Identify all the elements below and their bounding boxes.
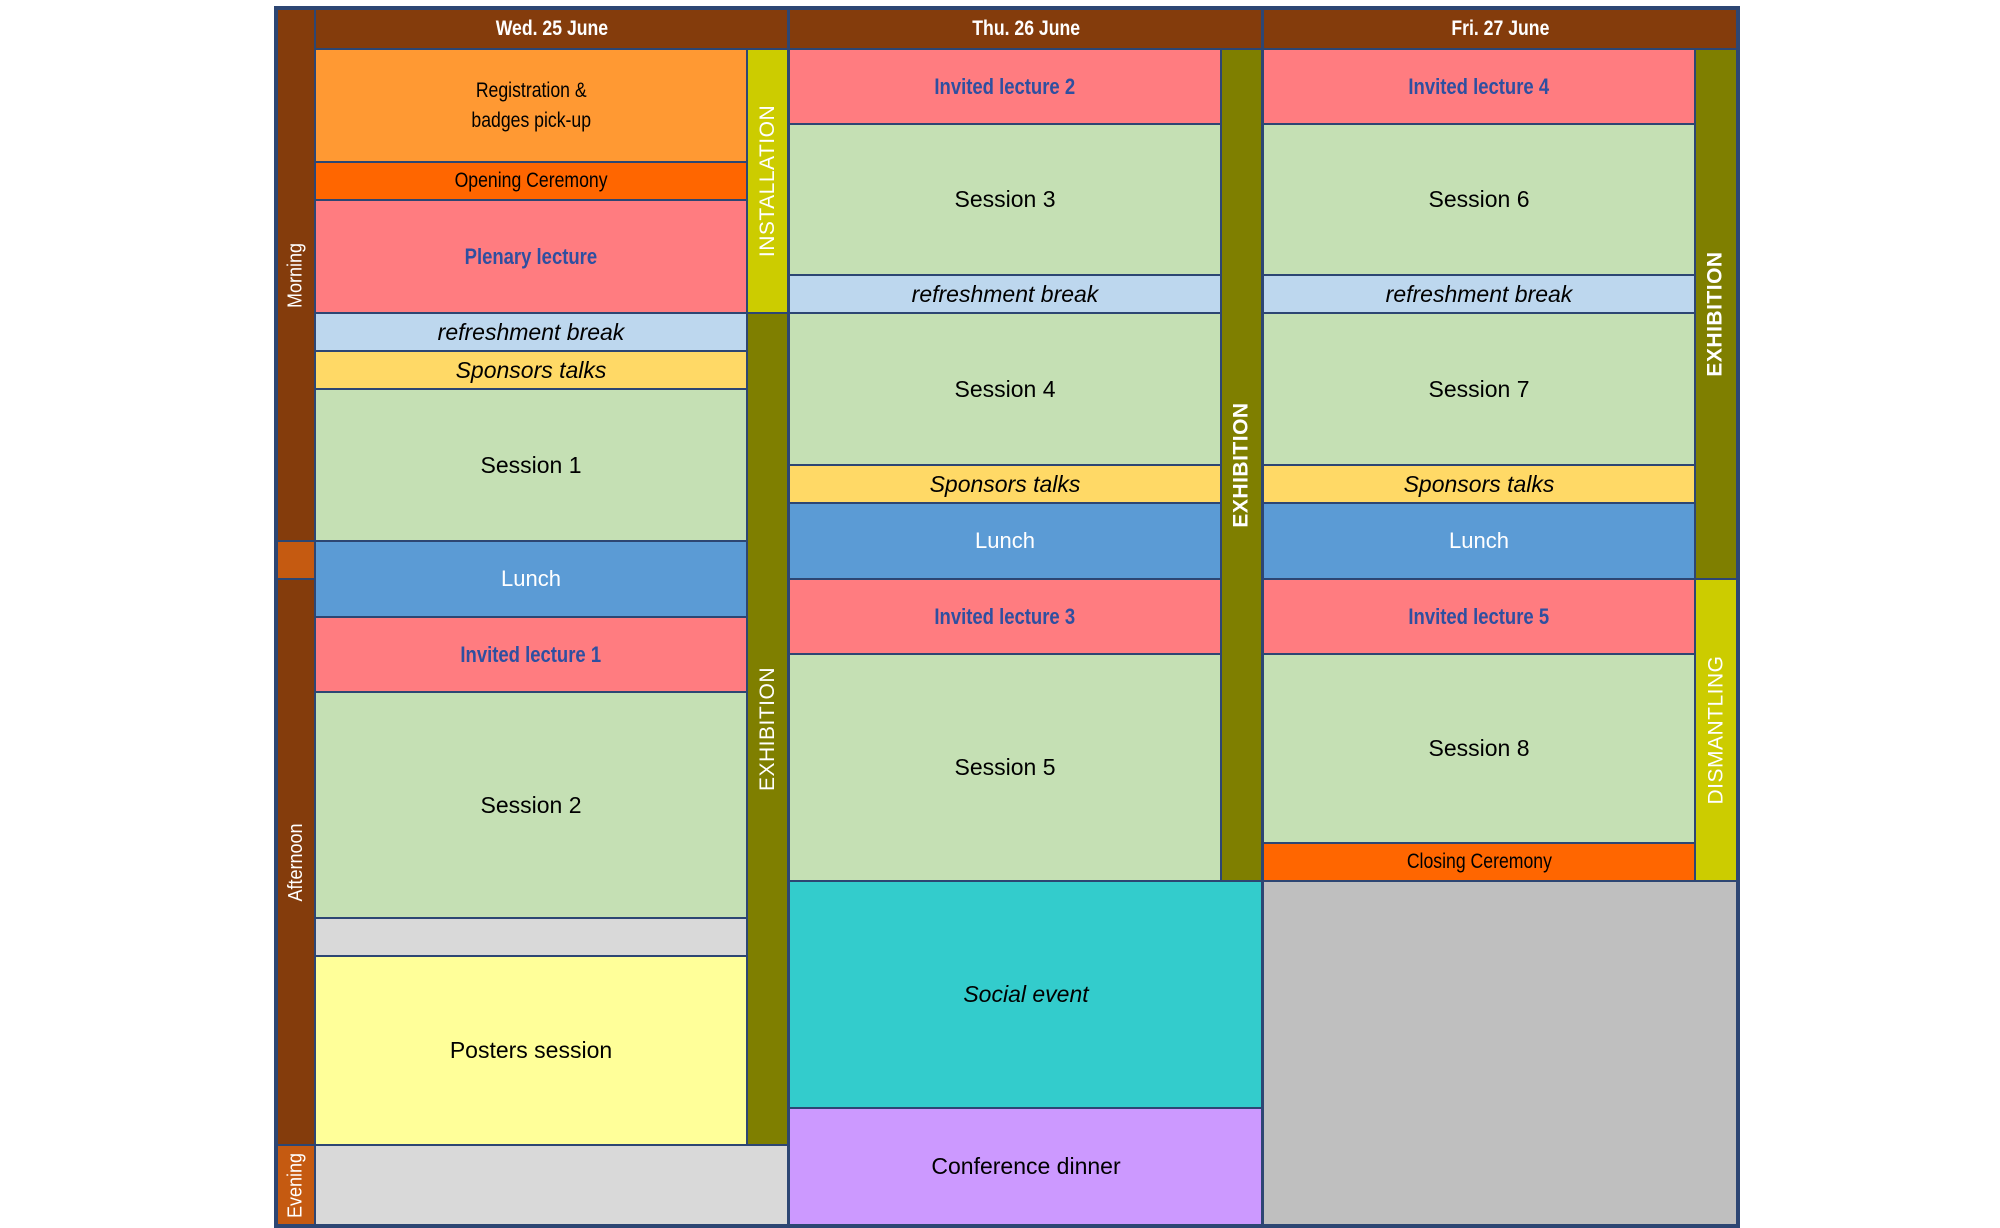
thu-refreshment-break-label: refreshment break	[911, 280, 1099, 307]
fri-closing-ceremony-label: Closing Ceremony	[1406, 850, 1552, 874]
day-header-thu-label: Thu. 26 June	[972, 17, 1080, 40]
timebar-midday	[276, 540, 316, 580]
wed-lunch-label: Lunch	[501, 566, 561, 591]
fri-invited-lecture-5: Invited lecture 5	[1262, 578, 1696, 655]
fri-refreshment-break: refreshment break	[1262, 274, 1696, 314]
fri-session-8-label: Session 8	[1428, 735, 1530, 762]
thu-social-event-label: Social event	[963, 981, 1089, 1007]
wed-invited-lecture-1-label: Invited lecture 1	[460, 641, 602, 667]
thu-social-event: Social event	[788, 880, 1264, 1109]
wed-posters-session-label: Posters session	[449, 1037, 613, 1064]
fri-sponsors-talks-label: Sponsors talks	[1403, 470, 1555, 497]
thu-exhibition-bar: EXHIBITION	[1220, 48, 1264, 882]
fri-lunch: Lunch	[1262, 502, 1696, 580]
fri-session-6-label: Session 6	[1428, 186, 1530, 213]
thu-refreshment-break: refreshment break	[788, 274, 1222, 314]
wed-invited-lecture-1: Invited lecture 1	[314, 616, 748, 693]
wed-opening-ceremony-label: Opening Ceremony	[454, 169, 608, 193]
timebar-morning: Morning	[276, 8, 316, 542]
fri-lunch-label: Lunch	[1449, 528, 1509, 553]
wed-registration: Registration & badges pick-up	[314, 48, 748, 163]
fri-invited-lecture-4-label: Invited lecture 4	[1408, 73, 1550, 99]
column-divider-wed-thu	[787, 8, 790, 1226]
wed-session-1-label: Session 1	[480, 451, 582, 478]
wed-installation-bar: INSTALLATION	[746, 48, 790, 314]
thu-lunch-label: Lunch	[975, 528, 1035, 553]
wed-gap-block	[314, 917, 748, 957]
thu-session-3-label: Session 3	[954, 186, 1056, 213]
thu-sponsors-talks: Sponsors talks	[788, 464, 1222, 504]
fri-invited-lecture-4: Invited lecture 4	[1262, 48, 1696, 125]
thu-session-5-label: Session 5	[954, 754, 1056, 781]
fri-sponsors-talks: Sponsors talks	[1262, 464, 1696, 504]
wed-session-1: Session 1	[314, 388, 748, 542]
thu-sponsors-talks-label: Sponsors talks	[929, 470, 1081, 497]
thu-session-4-label: Session 4	[954, 375, 1056, 402]
thu-invited-lecture-3: Invited lecture 3	[788, 578, 1222, 655]
wed-opening-ceremony: Opening Ceremony	[314, 161, 748, 201]
day-header-fri-label: Fri. 27 June	[1450, 17, 1550, 40]
wed-refreshment-break-label: refreshment break	[437, 318, 625, 345]
wed-plenary-lecture-label: Plenary lecture	[464, 243, 598, 269]
day-header-wed-label: Wed. 25 June	[495, 17, 609, 40]
thu-session-3: Session 3	[788, 123, 1222, 276]
day-header-fri: Fri. 27 June	[1262, 8, 1738, 50]
thu-invited-lecture-3-label: Invited lecture 3	[934, 603, 1076, 629]
wed-session-2: Session 2	[314, 691, 748, 919]
wed-plenary-lecture: Plenary lecture	[314, 199, 748, 314]
thu-invited-lecture-2-label: Invited lecture 2	[934, 73, 1076, 99]
thu-session-4: Session 4	[788, 312, 1222, 466]
thu-lunch: Lunch	[788, 502, 1222, 580]
fri-session-8: Session 8	[1262, 653, 1696, 844]
fri-invited-lecture-5-label: Invited lecture 5	[1408, 603, 1550, 629]
wed-sponsors-talks-label: Sponsors talks	[455, 356, 607, 383]
wed-registration-label: Registration & badges pick-up	[471, 79, 591, 132]
fri-refreshment-break-label: refreshment break	[1385, 280, 1573, 307]
fri-session-7-label: Session 7	[1428, 375, 1530, 402]
thu-conference-dinner-label: Conference dinner	[931, 1153, 1121, 1180]
column-divider-thu-fri	[1261, 8, 1264, 1226]
wed-session-2-label: Session 2	[480, 791, 582, 818]
schedule-frame	[274, 6, 1740, 1228]
wed-sponsors-talks: Sponsors talks	[314, 350, 748, 390]
fri-session-7: Session 7	[1262, 312, 1696, 466]
thu-conference-dinner: Conference dinner	[788, 1107, 1264, 1226]
